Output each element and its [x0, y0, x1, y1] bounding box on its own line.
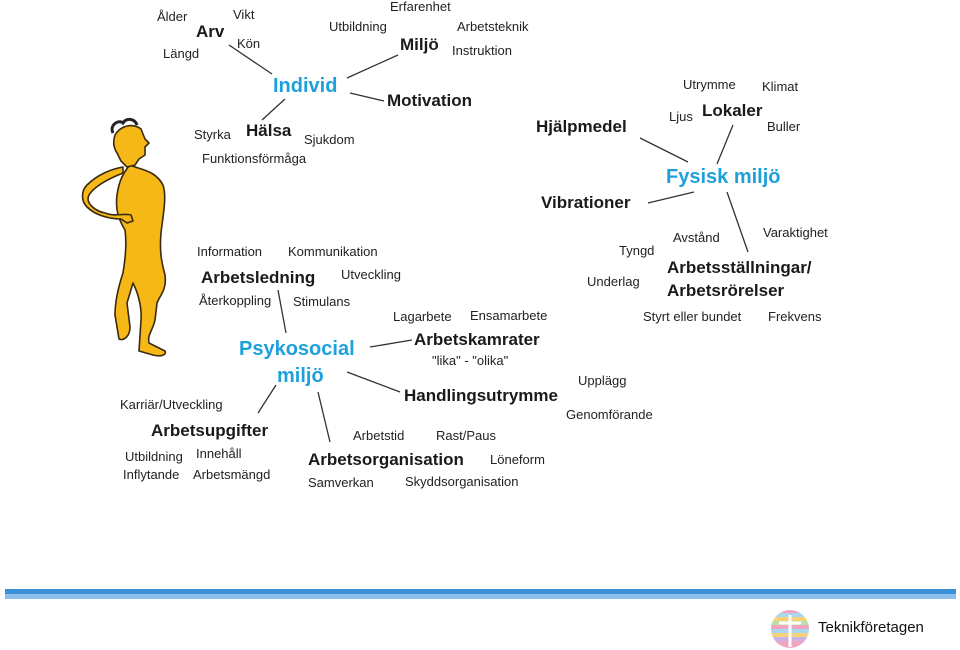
langd-label: Längd	[163, 46, 200, 61]
ensamarbete-label: Ensamarbete	[470, 308, 548, 323]
avstand-label: Avstånd	[673, 230, 720, 245]
skyddsorganisation-label: Skyddsorganisation	[405, 474, 519, 489]
sjukdom-label: Sjukdom	[304, 132, 355, 147]
arbetsstallningar-node: Arbetsställningar/	[667, 258, 812, 277]
rast-paus-label: Rast/Paus	[436, 428, 496, 443]
arbetsledning-node: Arbetsledning	[201, 268, 316, 287]
frekvens-label: Frekvens	[768, 309, 822, 324]
fysisk-miljo-hub: Fysisk miljö	[666, 166, 781, 188]
information-label: Information	[197, 244, 263, 259]
kommunikation-label: Kommunikation	[288, 244, 378, 259]
upplagg-label: Upplägg	[578, 373, 627, 388]
styrt-eller-bundet-label: Styrt eller bundet	[643, 309, 742, 324]
stimulans-label: Stimulans	[293, 294, 351, 309]
psykosocial-hub-line2: miljö	[277, 365, 324, 387]
buller-label: Buller	[767, 119, 801, 134]
teknikforetagen-logo-icon	[771, 610, 809, 648]
utbildning-label: Utbildning	[329, 19, 387, 34]
kon-label: Kön	[237, 36, 261, 51]
footer-bar-light	[5, 594, 956, 599]
halsa-node: Hälsa	[246, 121, 292, 140]
tyngd-label: Tyngd	[619, 243, 655, 258]
lika-olika-label: "lika" - "olika"	[432, 353, 509, 368]
handlingsutrymme-node: Handlingsutrymme	[404, 386, 558, 405]
aterkoppling-label: Återkoppling	[199, 293, 272, 308]
instruktion-label: Instruktion	[452, 43, 512, 58]
person-figure-icon	[81, 117, 167, 357]
footer-bar-dark	[5, 589, 956, 594]
underlag-label: Underlag	[587, 274, 640, 289]
individ-hub: Individ	[273, 75, 338, 97]
ljus-label: Ljus	[669, 109, 693, 124]
arbetskamrater-node: Arbetskamrater	[414, 330, 540, 349]
vibrationer-node: Vibrationer	[541, 193, 631, 212]
miljo-node: Miljö	[400, 35, 439, 54]
arbetstid-label: Arbetstid	[353, 428, 405, 443]
utveckling-label: Utveckling	[341, 267, 401, 282]
lokaler-node: Lokaler	[702, 101, 763, 120]
arbetsorganisation-node: Arbetsorganisation	[308, 450, 464, 469]
genomforande-label: Genomförande	[566, 407, 653, 422]
inflytande-label: Inflytande	[123, 467, 180, 482]
utbildning-label-2: Utbildning	[125, 449, 183, 464]
brand-name: Teknikföretagen	[818, 619, 924, 636]
arbetsmangd-label: Arbetsmängd	[193, 467, 271, 482]
vikt-label: Vikt	[233, 7, 255, 22]
motivation-node: Motivation	[387, 91, 472, 110]
funktionsformaga-label: Funktionsförmåga	[202, 151, 307, 166]
erfarenhet-label: Erfarenhet	[390, 0, 451, 14]
innehall-label: Innehåll	[196, 446, 242, 461]
arbetsteknik-label: Arbetsteknik	[457, 19, 529, 34]
alder-label: Ålder	[157, 9, 188, 24]
utrymme-label: Utrymme	[683, 77, 736, 92]
loneform-label: Löneform	[490, 452, 545, 467]
lagarbete-label: Lagarbete	[393, 309, 452, 324]
arv-node: Arv	[196, 22, 225, 41]
arbetsupgifter-node: Arbetsupgifter	[151, 421, 269, 440]
varaktighet-label: Varaktighet	[763, 225, 828, 240]
karriar-utveckling-label: Karriär/Utveckling	[120, 397, 223, 412]
styrka-label: Styrka	[194, 127, 231, 142]
arbetsrorelser-node: Arbetsrörelser	[667, 281, 785, 300]
psykosocial-hub-line1: Psykosocial	[239, 338, 355, 360]
klimat-label: Klimat	[762, 79, 799, 94]
hjalpmedel-node: Hjälpmedel	[536, 117, 627, 136]
samverkan-label: Samverkan	[308, 475, 374, 490]
